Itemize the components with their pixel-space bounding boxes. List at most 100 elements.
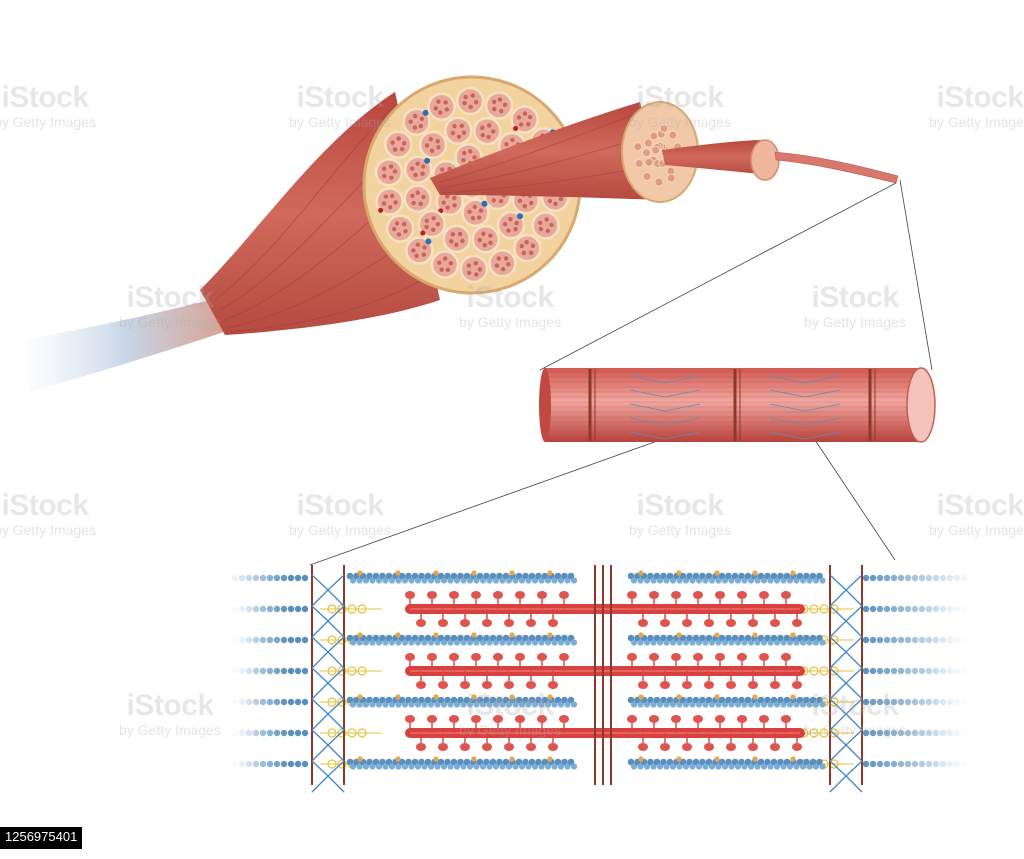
titin — [320, 728, 382, 738]
myosin-head — [649, 715, 659, 723]
troponin — [676, 694, 682, 700]
troponin — [357, 694, 363, 700]
fascicle-bundle — [427, 92, 456, 121]
fascicle-bundle — [455, 86, 485, 116]
z-disc — [829, 565, 863, 793]
myosin-head — [460, 743, 470, 751]
troponin — [752, 694, 758, 700]
troponin — [357, 570, 363, 576]
myosin-head — [660, 681, 670, 689]
myosin-head — [559, 591, 569, 599]
troponin — [357, 632, 363, 638]
myosin-head — [759, 715, 769, 723]
myosin-head — [460, 619, 470, 627]
myosin-head — [548, 681, 558, 689]
myosin-head — [759, 591, 769, 599]
fascicle-bundle — [418, 130, 448, 160]
zoom-lines — [309, 179, 933, 566]
myosin-head — [792, 743, 802, 751]
myosin-head — [792, 619, 802, 627]
troponin — [714, 756, 720, 762]
fascicle-bundle — [375, 187, 404, 216]
myosin-head — [526, 681, 536, 689]
troponin — [509, 694, 515, 700]
myosin-head — [627, 653, 637, 661]
fascicle-bundle — [496, 210, 526, 240]
titin — [320, 604, 382, 614]
myosin-head — [671, 715, 681, 723]
myosin-head — [693, 715, 703, 723]
myosin-filament — [405, 653, 805, 689]
actin-filament — [627, 756, 826, 770]
muscle-fiber — [662, 139, 780, 181]
myosin-head — [504, 619, 514, 627]
myosin-head — [482, 743, 492, 751]
myosin-head — [649, 653, 659, 661]
troponin — [509, 570, 515, 576]
fascicle-bundle — [459, 254, 489, 284]
myosin-head — [537, 653, 547, 661]
myosin-head — [416, 681, 426, 689]
titin — [320, 666, 382, 676]
myosin-head — [504, 681, 514, 689]
troponin — [676, 570, 682, 576]
myosin-head — [537, 591, 547, 599]
myosin-head — [770, 681, 780, 689]
fascicle-bundle — [442, 224, 471, 254]
blood-vessel — [481, 200, 488, 207]
troponin — [433, 570, 439, 576]
fascicle-bundle — [473, 116, 502, 146]
z-line — [733, 369, 741, 441]
myosin-head — [638, 619, 648, 627]
troponin — [752, 632, 758, 638]
myosin-head — [559, 715, 569, 723]
myosin-head — [471, 653, 481, 661]
myosin-head — [515, 591, 525, 599]
fascicle-bundle — [471, 225, 500, 254]
footer-bar — [0, 821, 1024, 859]
blood-vessel — [420, 230, 426, 236]
blood-vessel — [378, 207, 384, 213]
fascicle-bundle — [430, 250, 460, 279]
fascicle-bundle — [403, 184, 432, 213]
troponin — [638, 632, 644, 638]
myosin-head — [438, 619, 448, 627]
myosin-head — [649, 591, 659, 599]
myosin-filament — [405, 715, 805, 751]
myosin-head — [726, 743, 736, 751]
troponin — [714, 694, 720, 700]
myosin-head — [660, 619, 670, 627]
troponin — [433, 756, 439, 762]
image-id-label: 1256975401 — [0, 827, 83, 849]
myosin-head — [704, 681, 714, 689]
myosin-head — [471, 591, 481, 599]
blood-vessel — [513, 125, 519, 131]
troponin — [357, 756, 363, 762]
myosin-head — [559, 653, 569, 661]
fascicle — [430, 101, 699, 203]
myosin-head — [693, 653, 703, 661]
myosin-head — [759, 653, 769, 661]
fascicle-bundle — [461, 198, 490, 228]
fascicle-bundle — [403, 155, 433, 184]
troponin — [714, 570, 720, 576]
troponin — [790, 570, 796, 576]
myosin-head — [438, 743, 448, 751]
troponin — [547, 570, 553, 576]
fascicle-bundle — [444, 116, 473, 145]
fascicle-bundle — [374, 157, 404, 187]
troponin — [752, 756, 758, 762]
myosin-head — [493, 591, 503, 599]
actin-filament — [627, 694, 826, 708]
a-band — [629, 375, 701, 440]
fascicle-bundle — [385, 214, 415, 243]
actin-filament — [346, 694, 578, 708]
myosin-head — [537, 715, 547, 723]
myosin-head — [748, 743, 758, 751]
myosin-head — [526, 619, 536, 627]
myosin-head — [671, 591, 681, 599]
actin-filament — [627, 632, 826, 646]
myosin-head — [704, 619, 714, 627]
myosin-head — [715, 715, 725, 723]
myosin-head — [515, 715, 525, 723]
